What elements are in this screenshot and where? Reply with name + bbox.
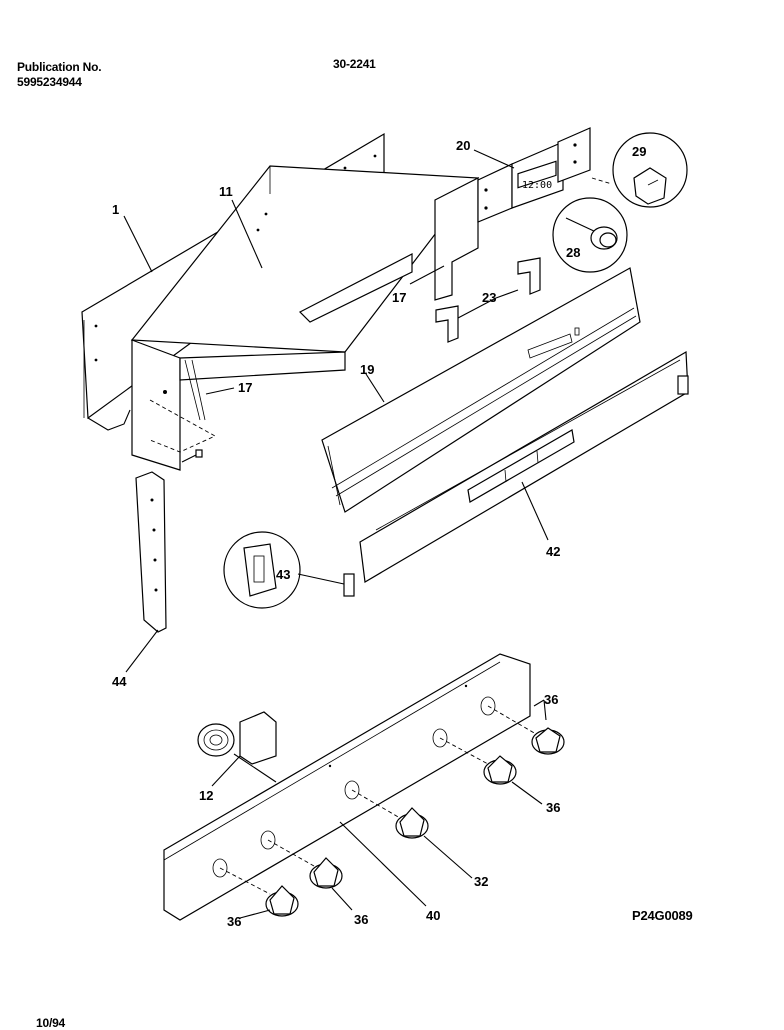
part-29-clock-knob-detail xyxy=(591,132,688,208)
publication-number: 5995234944 xyxy=(17,75,82,89)
part-23-bracket-lower xyxy=(435,305,459,343)
callout-11: 11 xyxy=(219,184,233,199)
diagram-code: P24G0089 xyxy=(632,908,693,923)
leader-lines xyxy=(123,149,549,919)
part-19-control-panel xyxy=(321,267,641,513)
document-number: 30-2241 xyxy=(333,57,376,71)
screw xyxy=(181,449,203,463)
callout-28: 28 xyxy=(566,245,580,260)
callout-32: 32 xyxy=(474,874,488,889)
part-11-control-housing xyxy=(130,165,480,471)
part-20-clock-timer: 12:00 xyxy=(477,127,591,223)
callout-36-upper-right: 36 xyxy=(544,692,558,707)
knob-36-upper-right xyxy=(531,727,565,755)
knob-32 xyxy=(395,807,429,839)
part-12-thermostat xyxy=(197,711,277,783)
callout-19: 19 xyxy=(360,362,374,377)
callout-40: 40 xyxy=(426,908,440,923)
part-40-manifold-panel xyxy=(163,653,531,921)
knob-36-lower-center xyxy=(309,857,343,889)
callout-1: 1 xyxy=(112,202,119,217)
callout-36-lower-left: 36 xyxy=(227,914,241,929)
callout-20: 20 xyxy=(456,138,470,153)
knob-36-lower-left xyxy=(265,885,299,917)
part-42-trim xyxy=(359,350,689,583)
callout-12: 12 xyxy=(199,788,213,803)
footer-date: 10/94 xyxy=(36,1016,66,1030)
clock-display-text: 12:00 xyxy=(522,180,552,191)
publication-label: Publication No. xyxy=(17,60,102,74)
knob-36-middle-right xyxy=(483,755,517,785)
callout-42: 42 xyxy=(546,544,560,559)
part-28-knob-detail xyxy=(552,197,628,273)
callout-43: 43 xyxy=(276,567,290,582)
callout-17-upper: 17 xyxy=(392,290,406,305)
part-23-bracket-upper xyxy=(517,257,541,295)
part-44-side-trim xyxy=(135,471,167,633)
part-43-clip-detail xyxy=(223,531,355,609)
callout-17-lower: 17 xyxy=(238,380,252,395)
callout-23: 23 xyxy=(482,290,496,305)
callout-36-middle-right: 36 xyxy=(546,800,560,815)
callout-36-lower-center: 36 xyxy=(354,912,368,927)
callout-44: 44 xyxy=(112,674,127,689)
callout-29: 29 xyxy=(632,144,646,159)
